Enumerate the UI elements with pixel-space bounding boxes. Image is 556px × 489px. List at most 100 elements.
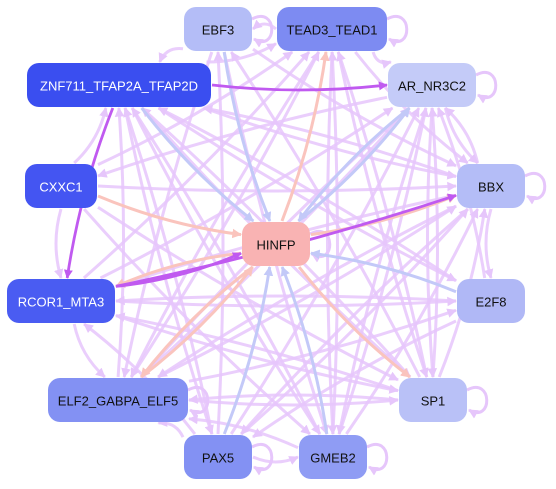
- node-label: CXXC1: [39, 180, 82, 195]
- edge-hinfp-to-tead3_tead1: [280, 51, 330, 222]
- node-label: E2F8: [475, 295, 506, 310]
- edge-bbx-to-elf2: [157, 204, 457, 379]
- node-ar-nr3c2[interactable]: AR_NR3C2: [388, 63, 476, 107]
- edge-pax5-to-hinfp: [222, 266, 274, 435]
- edge-pax5-to-gmeb2: [252, 455, 299, 465]
- edge-rcor1_mta3-to-tead3_tead1: [82, 51, 311, 280]
- node-bbx[interactable]: BBX: [457, 164, 525, 208]
- self-loop-tead3_tead1: [386, 15, 409, 48]
- edge-ar_nr3c2-to-bbx: [443, 107, 479, 165]
- edge-tead3_tead1-to-ebf3: [252, 19, 277, 31]
- self-loop-bbx: [524, 172, 547, 205]
- node-e2f8[interactable]: E2F8: [457, 279, 525, 323]
- edge-elf2-to-hinfp: [140, 266, 254, 379]
- node-box: [399, 378, 467, 422]
- edge-bbx-to-e2f8: [483, 208, 494, 279]
- edge-ebf3-to-znf711: [158, 47, 184, 63]
- edge-pax5-to-ebf3: [213, 51, 225, 435]
- edge-cxxc1-to-rcor1_mta3: [53, 208, 64, 279]
- edge-elf2-to-tead3_tead1: [130, 51, 321, 378]
- node-label: ELF2_GABPA_ELF5: [58, 394, 178, 409]
- edge-rcor1_mta3-to-elf2: [72, 323, 106, 379]
- self-loop-ar_nr3c2: [475, 71, 498, 104]
- edge-gmeb2-to-hinfp: [280, 266, 329, 435]
- self-loop-pax5: [251, 443, 274, 476]
- edge-sp1-to-ebf3: [230, 51, 422, 378]
- node-label: EBF3: [202, 23, 235, 38]
- edge-cxxc1-to-tead3_tead1: [97, 50, 294, 166]
- node-box: [7, 279, 115, 323]
- edge-hinfp-to-rcor1_mta3: [115, 251, 242, 288]
- node-label: SP1: [421, 394, 446, 409]
- node-label: HINFP: [257, 238, 296, 253]
- node-label: PAX5: [202, 451, 234, 466]
- node-hinfp[interactable]: HINFP: [242, 222, 310, 266]
- edge-znf711-to-hinfp: [140, 107, 255, 223]
- node-cxxc1[interactable]: CXXC1: [25, 164, 97, 208]
- edge-hinfp-to-elf2: [140, 265, 254, 378]
- edge-gmeb2-to-ar_nr3c2: [337, 107, 429, 435]
- self-loop-sp1: [466, 386, 489, 419]
- edge-znf711-to-ar_nr3c2: [211, 81, 388, 92]
- node-box: [457, 164, 525, 208]
- edge-hinfp-to-sp1: [297, 266, 411, 379]
- node-gmeb2[interactable]: GMEB2: [299, 435, 367, 479]
- edge-e2f8-to-hinfp: [310, 249, 457, 294]
- edge-pax5-to-ar_nr3c2: [229, 107, 421, 435]
- edge-tead3_tead1-to-ar_nr3c2: [371, 51, 392, 69]
- node-label: ZNF711_TFAP2A_TFAP2D: [40, 79, 198, 94]
- edge-tead3_tead1-to-elf2: [129, 51, 320, 378]
- edge-tead3_tead1-to-gmeb2: [326, 51, 338, 435]
- node-label: TEAD3_TEAD1: [286, 23, 377, 38]
- node-label: AR_NR3C2: [398, 79, 466, 94]
- edge-ar_nr3c2-to-hinfp: [297, 106, 411, 222]
- edge-sp1-to-rcor1_mta3: [115, 312, 399, 393]
- edge-pax5-to-znf711: [123, 107, 214, 435]
- node-sp1[interactable]: SP1: [399, 378, 467, 422]
- edge-gmeb2-to-znf711: [130, 107, 322, 435]
- edge-znf711-to-e2f8: [157, 106, 457, 283]
- edge-ebf3-to-hinfp: [222, 51, 272, 222]
- node-box: [25, 164, 97, 208]
- node-box: [457, 279, 525, 323]
- edge-elf2-to-sp1: [188, 396, 399, 407]
- edge-pax5-to-elf2: [157, 417, 185, 438]
- edge-cxxc1-to-gmeb2: [82, 208, 311, 436]
- node-box: [242, 222, 310, 266]
- edge-cxxc1-to-znf711: [73, 107, 109, 165]
- edge-sp1-to-tead3_tead1: [336, 51, 429, 378]
- self-loop-elf2: [187, 386, 210, 419]
- edge-ar_nr3c2-to-sp1: [425, 107, 438, 378]
- node-label: RCOR1_MTA3: [18, 295, 104, 310]
- node-box: [277, 7, 387, 51]
- node-pax5[interactable]: PAX5: [184, 435, 252, 479]
- node-znf711[interactable]: ZNF711_TFAP2A_TFAP2D: [27, 63, 211, 107]
- edge-hinfp-to-ar_nr3c2: [297, 107, 411, 223]
- node-label: GMEB2: [310, 451, 356, 466]
- edge-tead3_tead1-to-sp1: [336, 51, 429, 378]
- edge-sp1-to-elf2: [188, 393, 399, 404]
- node-rcor1-mta3[interactable]: RCOR1_MTA3: [7, 279, 115, 323]
- edge-gmeb2-to-elf2: [188, 414, 299, 450]
- node-box: [388, 63, 476, 107]
- edge-rcor1_mta3-to-sp1: [115, 314, 399, 394]
- node-box: [184, 7, 252, 51]
- self-loop-gmeb2: [366, 443, 389, 476]
- node-tead3-tead1[interactable]: TEAD3_TEAD1: [277, 7, 387, 51]
- self-loops: [187, 15, 547, 476]
- edge-znf711-to-tead3_tead1: [206, 42, 277, 64]
- edge-sp1-to-ar_nr3c2: [427, 107, 440, 378]
- node-box: [27, 63, 211, 107]
- node-box: [184, 435, 252, 479]
- node-elf2[interactable]: ELF2_GABPA_ELF5: [48, 378, 188, 422]
- node-box: [48, 378, 188, 422]
- edge-elf2-to-znf711: [114, 107, 126, 378]
- node-ebf3[interactable]: EBF3: [184, 7, 252, 51]
- edge-rcor1_mta3-to-hinfp: [115, 252, 242, 288]
- edge-e2f8-to-znf711: [157, 106, 457, 282]
- edge-ar_nr3c2-to-gmeb2: [336, 107, 428, 435]
- edge-elf2-to-e2f8: [188, 308, 457, 383]
- node-box: [299, 435, 367, 479]
